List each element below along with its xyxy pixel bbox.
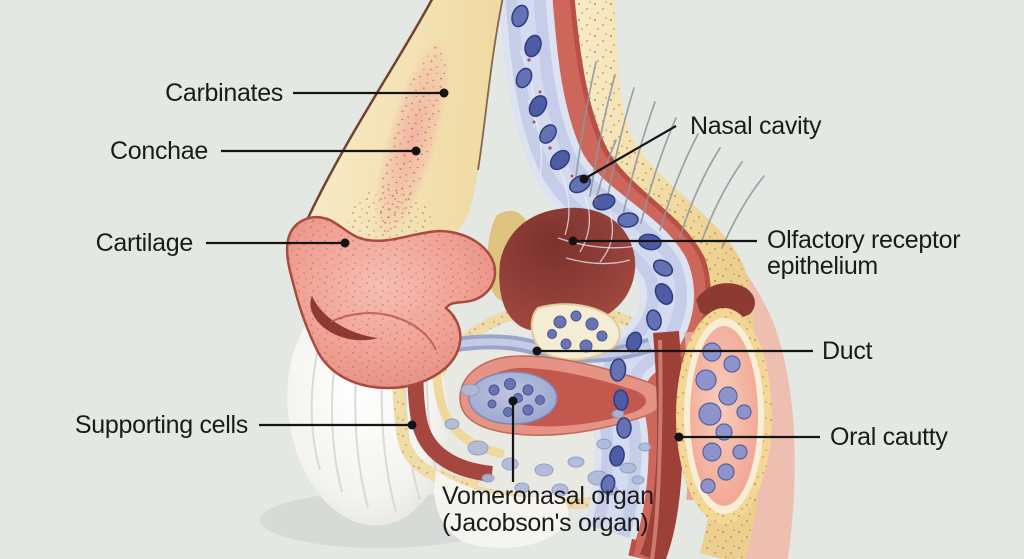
oral-cavity-leader xyxy=(674,432,820,442)
label-carbinates: Carbinates xyxy=(165,79,283,107)
label-supporting-cells: Supporting cells xyxy=(74,411,248,439)
supporting-cells-leader xyxy=(259,420,417,430)
duct-leader xyxy=(532,346,813,356)
label-nasal-cavity: Nasal cavity xyxy=(690,112,822,140)
label-olfactory-line2: epithelium xyxy=(767,252,878,280)
nose-tip-cartilage xyxy=(285,215,497,390)
gland-top-wedge xyxy=(696,283,755,320)
hair-icon xyxy=(574,61,765,249)
mucosa-band xyxy=(542,0,711,559)
label-cartilage: Cartilage xyxy=(95,229,194,257)
carbinates-leader xyxy=(293,88,449,98)
vomeronasal-leader xyxy=(508,396,518,482)
cartilage-leader xyxy=(206,238,350,248)
leader-lines xyxy=(206,88,820,482)
nasal-cavity-leader xyxy=(579,125,677,184)
label-vomeronasal-line2: (Jacobson's organ) xyxy=(442,509,649,537)
receptor-cells xyxy=(511,4,674,494)
chin-white xyxy=(434,470,569,548)
label-vomeronasal-organ: Vomeronasal organ (Jacobson's organ) xyxy=(442,483,654,537)
gland xyxy=(676,308,772,524)
conchae-leader xyxy=(221,146,421,156)
nose-bridge-band xyxy=(306,0,504,263)
label-oral-cavity: Oral cautty xyxy=(830,423,948,451)
cell-cluster xyxy=(530,303,621,361)
label-duct: Duct xyxy=(822,337,873,365)
olfactory-leader xyxy=(568,236,757,246)
label-vomeronasal-line1: Vomeronasal organ xyxy=(442,482,654,510)
red-specks xyxy=(527,58,598,202)
label-olfactory-line1: Olfactory receptor xyxy=(767,226,961,254)
scattered-cells xyxy=(444,383,652,497)
nasal-cavity-chamber xyxy=(499,207,636,332)
label-olfactory-receptor-epithelium: Olfactory receptor epithelium xyxy=(767,226,961,280)
label-conchae: Conchae xyxy=(110,137,208,165)
